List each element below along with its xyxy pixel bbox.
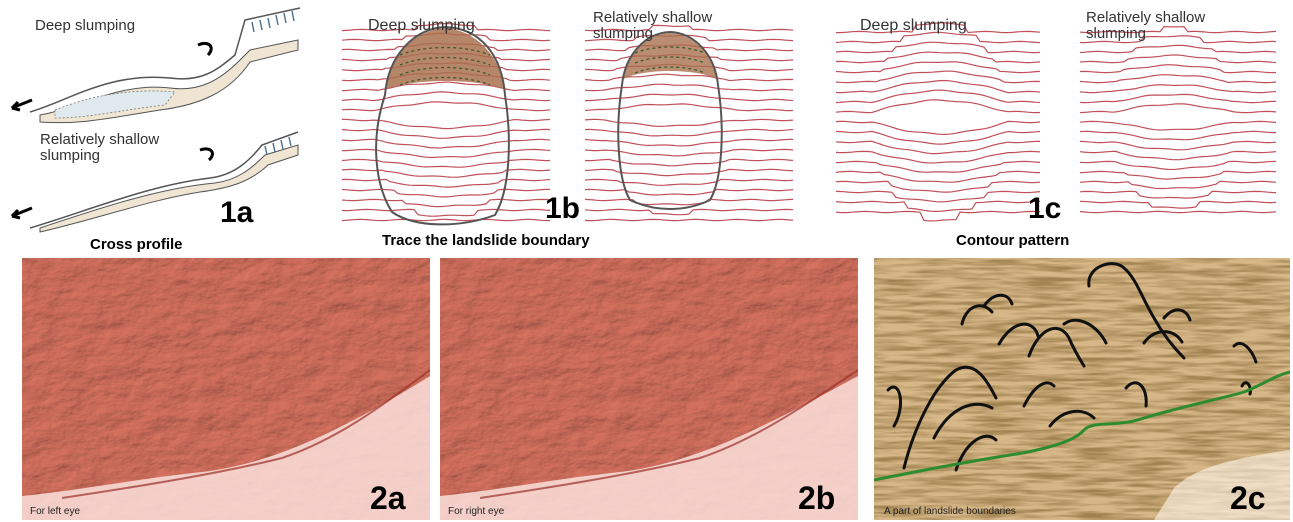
panel-2b: 2b For right eye: [440, 258, 858, 520]
panel-id-2c: 2c: [1230, 480, 1266, 517]
cross-profile-drawing: [0, 0, 320, 250]
contours-shallow-1c: [1080, 27, 1276, 213]
panel-1a: Deep slumping Relatively shallow slumpin…: [0, 0, 320, 250]
deep-slide-arrow-icon: [12, 100, 32, 110]
relief-image-left: [22, 258, 430, 520]
landslide-map: [874, 258, 1290, 520]
panel-id-1c: 1c: [1028, 192, 1061, 226]
shallow-slumping-label: Relatively shallow slumping: [40, 132, 159, 164]
panel-id-1b: 1b: [545, 192, 580, 226]
shallow-slide-arrow-icon: [12, 208, 32, 218]
deep-slumping-label-1b: Deep slumping: [368, 18, 475, 34]
shallow-slumping-label-1c: Relatively shallow slumping: [1086, 10, 1205, 42]
panel-id-1a: 1a: [220, 196, 253, 230]
panel-1b: Deep slumping Relatively shallow slumpin…: [330, 0, 810, 250]
panel-id-2b: 2b: [798, 480, 835, 517]
caption-landslide-boundaries: A part of landslide boundaries: [884, 506, 1016, 517]
deep-slumping-label-1c: Deep slumping: [860, 18, 967, 34]
caption-right-eye: For right eye: [448, 506, 504, 517]
deep-slumping-label: Deep slumping: [35, 18, 135, 34]
deep-rotation-arrow-icon: [198, 43, 211, 55]
contours-deep-1c: [836, 23, 1040, 221]
panel-2a: 2a For left eye: [22, 258, 430, 520]
caption-cross-profile: Cross profile: [90, 236, 183, 253]
panel-id-2a: 2a: [370, 480, 406, 517]
shallow-slumping-label-1b: Relatively shallow slumping: [593, 10, 712, 42]
caption-contour-pattern: Contour pattern: [956, 232, 1069, 249]
relief-image-right: [440, 258, 858, 520]
shallow-rotation-arrow-icon: [200, 149, 212, 160]
panel-1c: Deep slumping Relatively shallow slumpin…: [828, 0, 1293, 250]
panel-2c: 2c A part of landslide boundaries: [874, 258, 1290, 520]
caption-trace-boundary: Trace the landslide boundary: [382, 232, 590, 249]
caption-left-eye: For left eye: [30, 506, 80, 517]
